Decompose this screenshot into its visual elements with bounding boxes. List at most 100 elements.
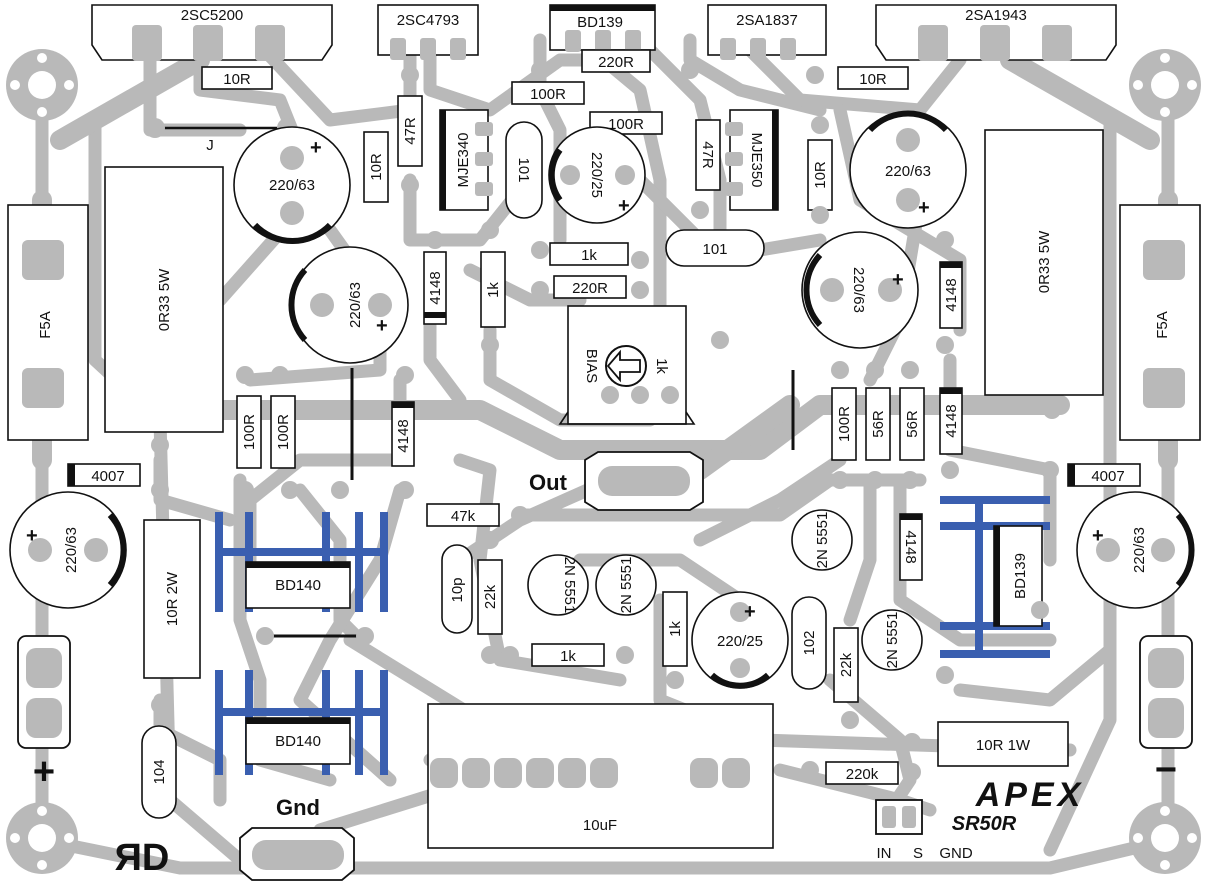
- svg-text:220/63: 220/63: [269, 177, 315, 194]
- transistor-bd140-a: BD140: [245, 561, 351, 609]
- trimmer-bias: BIAS 1k: [558, 305, 696, 425]
- resistor-10r-top-right: 10R: [837, 66, 909, 90]
- diode-4148-d: 4148: [939, 387, 963, 455]
- svg-text:10R: 10R: [368, 153, 385, 181]
- svg-text:BD139: BD139: [1012, 553, 1029, 599]
- resistor-1k-low-h: 1k: [531, 643, 605, 667]
- svg-text:10R 2W: 10R 2W: [164, 571, 181, 626]
- terminal-plus[interactable]: +: [17, 635, 71, 793]
- svg-text:10p: 10p: [449, 577, 466, 602]
- svg-text:220R: 220R: [598, 54, 634, 71]
- svg-text:4148: 4148: [902, 530, 919, 563]
- transistor-bd139-top-label: BD139: [577, 14, 623, 31]
- input-connector[interactable]: IN S GND: [875, 799, 973, 862]
- transistor-bd139-top: BD139: [549, 4, 656, 52]
- terminal-gnd[interactable]: Gnd: [239, 795, 355, 881]
- terminal-minus-label: −: [1155, 749, 1177, 791]
- transistor-2n5551-b: 2N 5551: [595, 554, 657, 616]
- resistor-220k: 220k: [825, 761, 899, 785]
- svg-text:220/25: 220/25: [588, 152, 605, 198]
- transistor-2sc5200-label: 2SC5200: [181, 7, 244, 24]
- mounting-hole-top-left: [6, 49, 78, 121]
- svg-text:56R: 56R: [870, 410, 887, 438]
- resistor-56r-v1: 56R: [865, 387, 891, 461]
- capacitor-220-63-a: + 220/63: [233, 126, 351, 244]
- transistor-2sc4793: 2SC4793: [377, 4, 479, 60]
- svg-text:220/63: 220/63: [850, 267, 867, 313]
- trimmer-bias-label: BIAS: [583, 349, 600, 383]
- transistor-2n5551-c: 2N 5551: [791, 509, 853, 571]
- transistor-2sa1837-label: 2SA1837: [736, 12, 798, 29]
- resistor-1k-low-v: 1k: [662, 591, 688, 667]
- svg-text:+: +: [618, 195, 630, 217]
- svg-text:+: +: [918, 197, 930, 219]
- mounting-hole-top-right: [1129, 49, 1201, 121]
- mounting-hole-bottom-right: [1129, 802, 1201, 874]
- svg-text:+: +: [26, 525, 38, 547]
- svg-text:2N 5551: 2N 5551: [814, 512, 831, 569]
- fuse-left: F5A: [7, 204, 89, 441]
- svg-text:4148: 4148: [427, 271, 444, 304]
- capacitor-101-b: 101: [665, 229, 765, 267]
- resistor-10r-left-v: 10R: [363, 131, 389, 203]
- svg-text:BD140: BD140: [275, 577, 321, 594]
- transistor-2n5551-d: 2N 5551: [861, 609, 923, 671]
- terminal-out[interactable]: Out: [529, 451, 704, 511]
- svg-text:1k: 1k: [560, 648, 576, 665]
- svg-text:10R 1W: 10R 1W: [976, 737, 1031, 754]
- capacitor-10p: 10p: [441, 544, 473, 634]
- diode-4007-left: 4007: [67, 463, 141, 487]
- capacitor-220-25-b: + 220/25: [691, 591, 789, 689]
- input-s-label: S: [913, 845, 923, 862]
- svg-text:+: +: [376, 315, 388, 337]
- transistor-2sa1943-label: 2SA1943: [965, 7, 1027, 24]
- svg-text:4007: 4007: [1091, 468, 1124, 485]
- diode-4148-c: 4148: [939, 261, 963, 329]
- resistor-10r-2w: 10R 2W: [143, 519, 201, 679]
- svg-text:47R: 47R: [402, 117, 419, 145]
- resistor-22k-b: 22k: [833, 627, 859, 703]
- resistor-22k-a: 22k: [477, 559, 503, 635]
- resistor-1k-h: 1k: [549, 242, 629, 266]
- svg-text:22k: 22k: [482, 584, 499, 609]
- capacitor-220-25-a: + 220/25: [548, 126, 646, 224]
- svg-text:+: +: [1092, 525, 1104, 547]
- svg-text:4148: 4148: [943, 404, 960, 437]
- capacitor-220-63-c: + 220/63: [849, 110, 967, 229]
- transistor-2sc5200: 2SC5200: [91, 4, 333, 61]
- svg-text:220/63: 220/63: [63, 527, 80, 573]
- svg-text:104: 104: [151, 759, 168, 784]
- diode-4148-a: 4148: [423, 251, 447, 325]
- resistor-100r-v2: 100R: [270, 395, 296, 469]
- trimmer-value-label: 1k: [653, 358, 670, 374]
- resistor-10r-1w: 10R 1W: [937, 721, 1069, 767]
- resistor-10r-top-left: 10R: [201, 66, 273, 90]
- terminal-out-label: Out: [529, 470, 568, 495]
- svg-text:101: 101: [702, 241, 727, 258]
- svg-text:F5A: F5A: [37, 311, 54, 339]
- terminal-minus[interactable]: −: [1139, 635, 1193, 791]
- svg-text:4148: 4148: [943, 278, 960, 311]
- svg-text:2N 5551: 2N 5551: [884, 612, 901, 669]
- svg-text:1k: 1k: [667, 621, 684, 637]
- svg-text:4148: 4148: [395, 419, 412, 452]
- svg-text:J: J: [206, 137, 214, 154]
- svg-text:1k: 1k: [581, 247, 597, 264]
- svg-text:10R: 10R: [223, 71, 251, 88]
- capacitor-220-63-d: + 220/63: [801, 231, 919, 349]
- resistor-220r-top: 220R: [581, 49, 651, 73]
- capacitor-104: 104: [141, 725, 177, 819]
- svg-text:F5A: F5A: [1154, 311, 1171, 339]
- transistor-2sc4793-label: 2SC4793: [397, 12, 460, 29]
- mounting-hole-bottom-left: [6, 802, 78, 874]
- resistor-47k: 47k: [426, 503, 500, 527]
- svg-text:2N 5551: 2N 5551: [618, 557, 635, 614]
- svg-text:2N 5551: 2N 5551: [561, 557, 578, 614]
- resistor-100r-a: 100R: [511, 81, 585, 105]
- svg-text:+: +: [892, 269, 904, 291]
- transistor-mje340: MJE340: [439, 109, 493, 211]
- svg-text:220R: 220R: [572, 280, 608, 297]
- resistor-47r-right: 47R: [695, 119, 721, 191]
- author-mark: ЯD: [115, 837, 170, 879]
